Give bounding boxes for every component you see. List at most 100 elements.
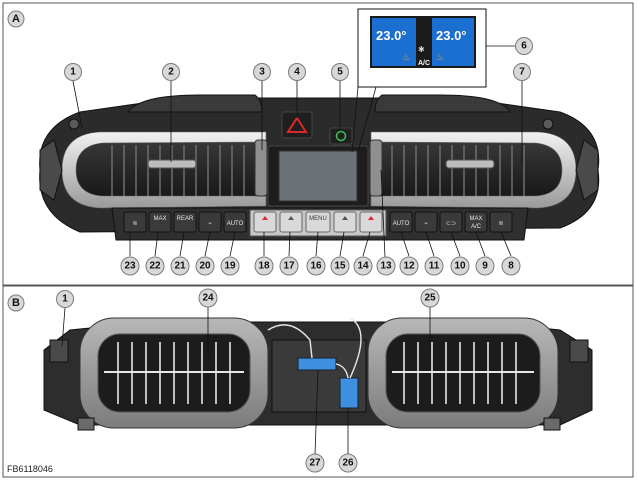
- inset-connector-left: [351, 86, 359, 153]
- button-14: [359, 211, 383, 233]
- display-ac-label: A/C: [418, 60, 430, 67]
- svg-text:26: 26: [342, 458, 354, 469]
- svg-text:7: 7: [519, 67, 525, 78]
- lower-left-clip: [77, 417, 95, 431]
- svg-text:1: 1: [62, 294, 68, 305]
- callout-15: 15: [330, 256, 350, 276]
- callout-26: 26: [338, 453, 358, 473]
- svg-text:24: 24: [202, 293, 214, 304]
- button-9-label-bottom: A/C: [471, 224, 482, 230]
- callout-6: 6: [515, 37, 533, 55]
- svg-text:22: 22: [149, 261, 161, 272]
- svg-text:18: 18: [258, 261, 270, 272]
- callout-24: 24: [198, 288, 218, 308]
- svg-text:21: 21: [174, 261, 186, 272]
- button-22-label: MAX: [153, 216, 166, 222]
- svg-text:20: 20: [199, 261, 211, 272]
- left-vent-louvers: [111, 145, 245, 196]
- svg-text:5: 5: [337, 67, 343, 78]
- right-vent-trim: [370, 131, 577, 209]
- callout-25: 25: [420, 288, 440, 308]
- button-20-icon: ⌁: [208, 221, 212, 227]
- button-9-label-top: MAX: [469, 216, 482, 222]
- right-vent-slider: [445, 159, 495, 169]
- panel-a-frame: [2, 2, 634, 286]
- svg-text:4: 4: [294, 67, 300, 78]
- svg-text:8: 8: [508, 261, 514, 272]
- right-upper-clip: [542, 118, 554, 130]
- callout-1: 1: [64, 63, 82, 81]
- front-control-panel: ≋ MAX REAR ⌁ AUTO MENU AUTO ⌁ ⊂⊃ MAX A/C…: [39, 94, 600, 241]
- svg-text:16: 16: [310, 261, 322, 272]
- svg-text:B: B: [12, 297, 20, 309]
- callout-2: 2: [162, 63, 180, 81]
- figure-id: FB6118046: [7, 464, 53, 474]
- button-23: [123, 211, 147, 233]
- display-right-seat-icon: ♨: [436, 53, 444, 63]
- callout-3: 3: [253, 63, 271, 81]
- callout-23: 23: [120, 256, 140, 276]
- callout-9: 9: [475, 256, 495, 276]
- callout-19: 19: [220, 256, 240, 276]
- rear-view-assembly: [43, 317, 593, 431]
- display-left-zone: [372, 18, 416, 66]
- control-unit-connector: [297, 357, 337, 371]
- svg-text:13: 13: [380, 261, 392, 272]
- wiring-harness: [267, 317, 362, 379]
- callout-20: 20: [195, 256, 215, 276]
- svg-text:23: 23: [124, 261, 136, 272]
- panel-letter-b: B: [7, 294, 25, 312]
- button-19-label: AUTO: [227, 221, 244, 227]
- display-fan-icon: ✱: [418, 45, 425, 54]
- left-vent-slider: [147, 159, 197, 169]
- button-17: [279, 211, 303, 233]
- button-12-label: AUTO: [393, 221, 410, 227]
- right-vent-hood: [374, 94, 511, 113]
- callout-16: 16: [306, 256, 326, 276]
- svg-text:2: 2: [168, 67, 174, 78]
- svg-text:1: 1: [70, 67, 76, 78]
- svg-text:19: 19: [224, 261, 236, 272]
- button-16-label: MENU: [309, 216, 327, 222]
- callout-4: 4: [288, 63, 306, 81]
- callout-12: 12: [399, 256, 419, 276]
- button-10-icon: ⊂⊃: [446, 221, 456, 227]
- svg-text:15: 15: [334, 261, 346, 272]
- callout-13: 13: [376, 256, 396, 276]
- callout-22: 22: [145, 256, 165, 276]
- right-vent-louvers: [391, 145, 525, 196]
- callout-18: 18: [254, 256, 274, 276]
- left-vent-hood: [127, 94, 263, 113]
- display-left-seat-icon: ♨: [402, 53, 410, 63]
- display-right-zone: [432, 18, 474, 66]
- svg-text:9: 9: [482, 261, 488, 272]
- callout-17: 17: [279, 256, 299, 276]
- airbag-indicator-icon: [335, 130, 347, 142]
- svg-text:12: 12: [403, 261, 415, 272]
- left-upper-clip: [68, 118, 80, 130]
- svg-text:27: 27: [309, 458, 321, 469]
- hazard-icon: [286, 116, 308, 133]
- callout-7: 7: [513, 63, 531, 81]
- display-connector: [339, 377, 359, 409]
- svg-text:25: 25: [424, 293, 436, 304]
- button-22: [148, 211, 172, 233]
- callout-27: 27: [305, 453, 325, 473]
- button-15-icon: [342, 216, 348, 220]
- button-8-icon: ≋: [498, 221, 503, 227]
- right-mount-tab: [569, 339, 589, 363]
- display-right-temp: 23.0°: [436, 28, 467, 43]
- svg-text:17: 17: [283, 261, 295, 272]
- left-vent-thumbwheel: [254, 139, 268, 197]
- panel-letter-a: A: [7, 10, 25, 28]
- svg-text:6: 6: [521, 41, 527, 52]
- callout-21: 21: [170, 256, 190, 276]
- left-bracket: [39, 139, 63, 201]
- button-14-icon: [368, 216, 374, 220]
- right-bracket: [575, 139, 599, 201]
- button-16: [305, 211, 331, 233]
- callout-11: 11: [424, 256, 444, 276]
- button-23-icon: ≋: [132, 221, 137, 227]
- display-left-temp: 23.0°: [376, 28, 407, 43]
